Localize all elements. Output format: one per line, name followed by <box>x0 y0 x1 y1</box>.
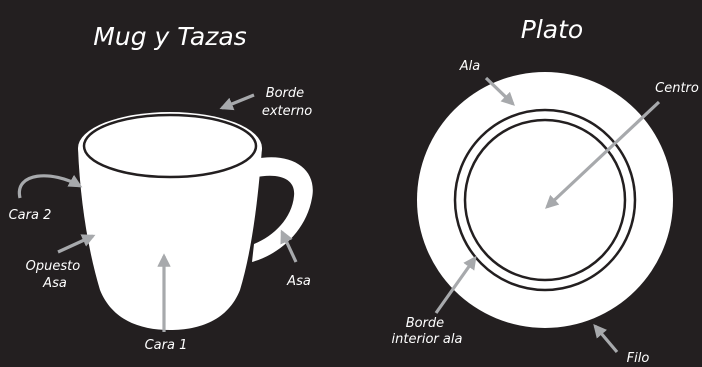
mug-handle <box>250 157 313 262</box>
label-borde-externo-line2: externo <box>262 104 312 119</box>
mug-body <box>78 148 262 330</box>
mug-section-title: Mug y Tazas <box>93 22 246 51</box>
arrow-asa <box>280 229 298 263</box>
plate-rim-ring <box>453 108 637 292</box>
label-cara-1: Cara 1 <box>145 338 188 353</box>
arrow-filo <box>593 323 619 354</box>
arrow-centro <box>545 100 661 209</box>
label-borde-interior-ala: Borde interior ala <box>392 316 463 347</box>
label-borde-interior-ala-line2: interior ala <box>392 332 463 347</box>
mug-rim <box>78 112 262 184</box>
label-borde-interior-ala-line1: Borde <box>406 316 444 331</box>
arrow-opuesto-asa <box>57 234 96 254</box>
plate-well-ring <box>463 118 627 282</box>
plate-arrows <box>434 76 661 354</box>
arrow-ala <box>484 76 515 106</box>
arrow-borde-interior-ala <box>434 255 477 314</box>
arrow-borde-externo <box>219 93 255 111</box>
label-opuesto-asa-line2: Asa <box>42 276 67 291</box>
label-borde-externo-line1: Borde <box>266 86 304 101</box>
arrow-cara-2 <box>17 174 83 199</box>
mug-illustration <box>78 112 313 330</box>
label-filo: Filo <box>627 351 650 366</box>
label-asa: Asa <box>286 274 311 289</box>
label-opuesto-asa-line1: Opuesto <box>26 259 81 274</box>
label-ala: Ala <box>459 59 481 74</box>
plate-section-title: Plato <box>521 15 583 44</box>
plate-illustration <box>417 72 673 328</box>
label-cara-2: Cara 2 <box>9 208 52 223</box>
label-borde-externo: Borde externo <box>262 86 312 119</box>
label-opuesto-asa: Opuesto Asa <box>26 259 85 291</box>
label-centro: Centro <box>655 81 699 96</box>
mug-arrows <box>17 93 298 332</box>
mug-opening <box>82 113 258 179</box>
